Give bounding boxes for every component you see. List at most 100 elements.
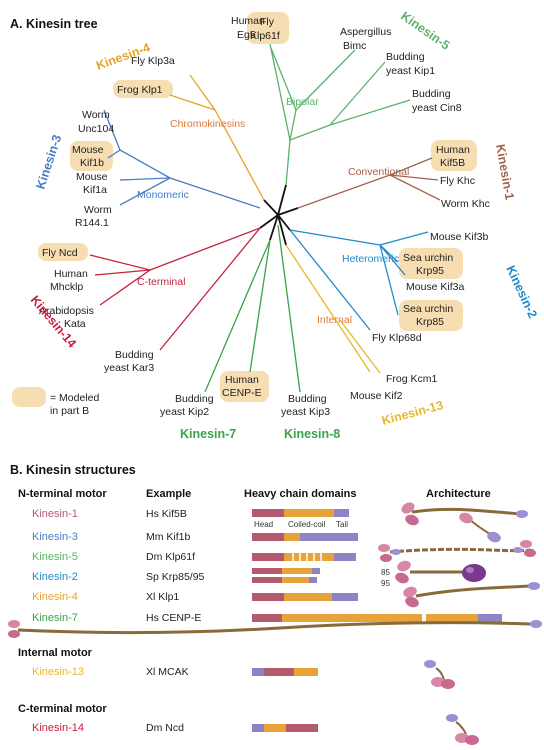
part-a-title: A. Kinesin tree [10, 17, 98, 31]
leaf-mouse-kif3a: Mouse Kif3a [406, 281, 465, 293]
cterminal-motor-header: C-terminal motor [18, 703, 107, 715]
highlight-frog-klp1 [113, 80, 173, 98]
leaf-fly-klp61f-2: Klp61f [250, 30, 280, 42]
highlight-fly-ncd [38, 243, 88, 261]
leaf-mouse-kif1b-2: Kif1b [80, 157, 104, 169]
bar-kinesin-3 [252, 533, 358, 541]
row-family-kinesin-1: Kinesin-1 [32, 508, 78, 520]
bar-kinesin-5 [252, 553, 356, 561]
part-b-title: B. Kinesin structures [10, 463, 136, 477]
leaf-worm-r144-1: Worm [84, 204, 112, 216]
highlight-fly-klp61f [247, 12, 289, 44]
col-example: Example [146, 488, 191, 500]
domain-bars: Head Coiled-coil Tail [252, 509, 502, 732]
leaf-mouse-kif2: Mouse Kif2 [350, 390, 403, 402]
leaf-budding-cin8-2: yeast Cin8 [412, 102, 462, 114]
leaf-fly-klp68d: Fly Klp68d [372, 332, 422, 344]
col-motor: N-terminal motor [18, 488, 107, 500]
architecture-illustrations: 85 95 [8, 502, 542, 745]
branches-kinesin-4 [169, 74, 265, 201]
arch-kinesin-7 [8, 620, 542, 638]
highlight-sea-krp85 [399, 300, 463, 331]
col-architecture: Architecture [426, 488, 491, 500]
branches-kinesin-14 [89, 227, 261, 351]
arch-kinesin-3 [459, 512, 501, 543]
internal-motor-header: Internal motor [18, 647, 93, 659]
row-family-kinesin-14: Kinesin-14 [32, 722, 84, 734]
arch-kinesin-2: 85 95 [381, 560, 486, 588]
highlight-human-cenpe [220, 371, 269, 402]
clade-conventional: Conventional [348, 166, 409, 178]
leaf-human-cenpe-1: Human [225, 374, 259, 386]
clade-labels: Bipolar Chromokinesins Monomeric Convent… [137, 96, 409, 326]
row-example-kinesin-5: Dm Klp61f [146, 551, 195, 563]
arch-kinesin-14 [446, 714, 479, 745]
leaf-budding-kar3-1: Budding [115, 349, 154, 361]
branches-kinesin-8 [277, 224, 301, 393]
tree-branches [89, 43, 441, 393]
leaf-mouse-kif3b: Mouse Kif3b [430, 231, 489, 243]
leaf-aspergillus-1: Aspergillus [340, 26, 391, 38]
leaf-human-mhcklp-2: Mhcklp [50, 281, 83, 293]
row-family-kinesin-3: Kinesin-3 [32, 531, 78, 543]
bar-kinesin-13 [252, 668, 318, 676]
bar-kinesin-7 [252, 614, 502, 622]
leaf-mouse-kif1a-2: Kif1a [83, 184, 107, 196]
family-kinesin-2: Kinesin-2 [503, 263, 539, 320]
leaf-mouse-kif1b-1: Mouse [72, 144, 104, 156]
leaf-sea-krp85-2: Krp85 [416, 316, 444, 328]
legend-swatch [12, 387, 46, 407]
arch-kinesin-4 [403, 582, 540, 608]
leaf-human-kif5b-1: Human [436, 144, 470, 156]
leaf-human-cenpe-2: CENP-E [222, 387, 262, 399]
family-kinesin-1: Kinesin-1 [493, 143, 517, 201]
row-example-kinesin-7: Hs CENP-E [146, 612, 201, 624]
leaf-frog-klp1: Frog Klp1 [117, 84, 163, 96]
branches-kinesin-3 [103, 109, 261, 209]
highlight-mouse-kif1b [70, 141, 113, 171]
leaf-human-kif5b-2: Kif5B [440, 157, 465, 169]
highlight-human-kif5b [431, 140, 477, 171]
row-family-kinesin-7: Kinesin-7 [32, 612, 78, 624]
leaf-budding-kip3-2: yeast Kip3 [281, 406, 330, 418]
branches-kinesin-13 [285, 244, 381, 374]
leaf-fly-ncd: Fly Ncd [42, 247, 78, 259]
row-family-kinesin-13: Kinesin-13 [32, 666, 84, 678]
root-branches [259, 184, 299, 246]
leaf-budding-kip1-2: yeast Kip1 [386, 65, 435, 77]
modeled-highlights [12, 12, 477, 407]
leaf-budding-cin8-1: Budding [412, 88, 451, 100]
leaf-aspergillus-2: Bimc [343, 40, 366, 52]
arch-kinesin-5 [378, 540, 536, 562]
bar-kinesin-2 [252, 568, 320, 583]
leaf-budding-kip2-1: Budding [175, 393, 214, 405]
family-kinesin-8: Kinesin-8 [284, 427, 340, 441]
clade-monomeric: Monomeric [137, 189, 189, 201]
row-example-kinesin-3: Mm Kif1b [146, 531, 191, 543]
row-family-kinesin-5: Kinesin-5 [32, 551, 78, 563]
leaf-human-eg5-1: Human [231, 15, 265, 27]
col-domains: Heavy chain domains [244, 488, 357, 500]
domain-label-coil: Coiled-coil [288, 520, 326, 529]
bar-kinesin-14 [252, 724, 318, 732]
leaf-worm-unc104-1: Worm [82, 109, 110, 121]
branches-kinesin-7 [204, 239, 271, 393]
leaf-sea-krp85-1: Sea urchin [403, 303, 453, 315]
leaf-sea-krp95-2: Krp95 [416, 265, 444, 277]
leaf-budding-kip2-2: yeast Kip2 [160, 406, 209, 418]
arch-kinesin-13 [424, 660, 455, 689]
leaf-mouse-kif1a-1: Mouse [76, 171, 108, 183]
row-example-kinesin-4: Xl Klp1 [146, 591, 179, 603]
leaf-budding-kip3-1: Budding [288, 393, 327, 405]
clade-internal: Internal [317, 314, 352, 326]
family-kinesin-5: Kinesin-5 [398, 9, 452, 53]
domain-label-head: Head [254, 520, 273, 529]
leaf-worm-r144-2: R144.1 [75, 217, 109, 229]
family-kinesin-13: Kinesin-13 [380, 398, 445, 428]
row-example-kinesin-1: Hs Kif5B [146, 508, 187, 520]
subunit-85: 85 [381, 568, 390, 577]
bar-kinesin-1: Head Coiled-coil Tail [252, 509, 349, 529]
tree-leaves: Human Eg5 Fly Klp61f Aspergillus Bimc Bu… [39, 15, 490, 418]
